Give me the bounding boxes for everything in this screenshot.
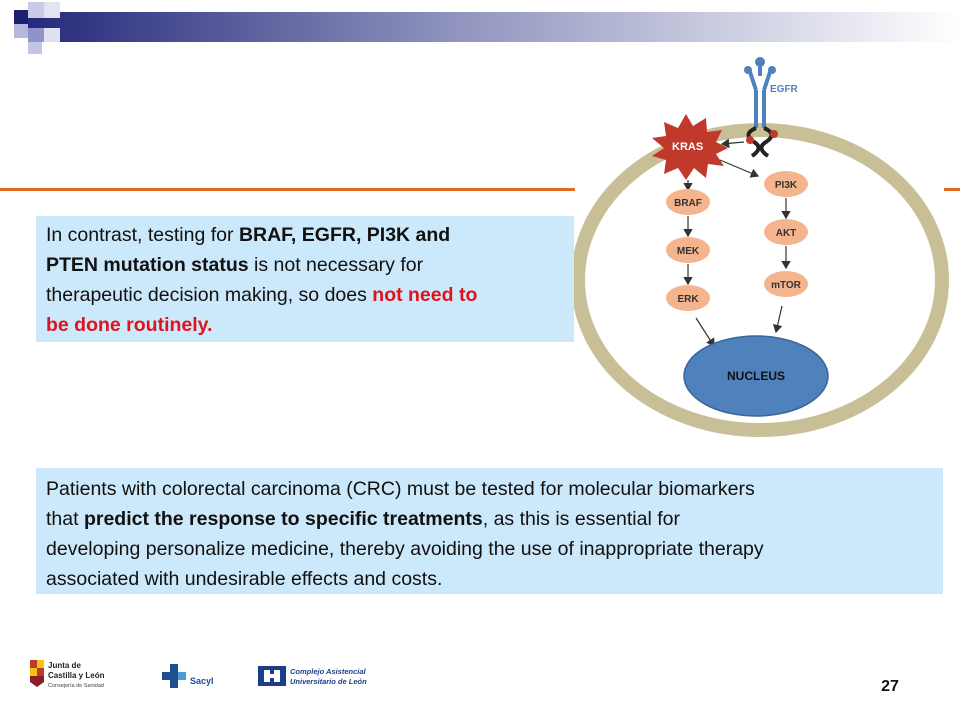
erk-node bbox=[666, 285, 710, 311]
junta-logo-text: Consejería de Sanidad bbox=[48, 683, 104, 689]
akt-label: AKT bbox=[776, 228, 797, 239]
mtor-node bbox=[764, 271, 808, 297]
box1-line-1: In contrast, testing for BRAF, EGFR, PI3… bbox=[46, 220, 574, 250]
header-bar bbox=[14, 2, 960, 54]
box2-line-3: developing personalize medicine, thereby… bbox=[46, 538, 764, 560]
box1-text: In contrast, testing for bbox=[46, 224, 239, 246]
footer-logos: Junta de Castilla y León Consejería de S… bbox=[30, 660, 367, 689]
box1-red-emphasis: be done routinely. bbox=[46, 314, 213, 336]
orange-rule-left bbox=[0, 188, 575, 191]
page-number: 27 bbox=[881, 678, 899, 695]
junta-logo: Junta de Castilla y León Consejería de S… bbox=[30, 660, 105, 689]
box1-line-3: therapeutic decision making, so does not… bbox=[46, 280, 574, 310]
sacyl-logo: Sacyl bbox=[162, 664, 214, 688]
egfr-pathway-diagram: EGFR KRAS BRAF MEK ERK PI3K AKT mTOR NUC… bbox=[571, 57, 949, 437]
egfr-receptor bbox=[744, 57, 778, 158]
erk-label: ERK bbox=[677, 294, 699, 305]
arrow-egfr-kras bbox=[720, 138, 745, 149]
junta-logo-text: Castilla y León bbox=[48, 671, 105, 680]
box1-line-4: be done routinely. bbox=[46, 310, 574, 340]
box1-red-emphasis: not need to bbox=[372, 284, 478, 306]
arrow-kras-pi3k bbox=[719, 159, 760, 178]
box1-text: is not necessary for bbox=[248, 254, 424, 276]
box2-line-1: Patients with colorectal carcinoma (CRC)… bbox=[46, 478, 755, 500]
junta-logo-text: Junta de bbox=[48, 661, 81, 670]
box2-bold-emphasis: predict the response to specific treatme… bbox=[83, 508, 483, 530]
mek-node bbox=[666, 237, 710, 263]
pi3k-label: PI3K bbox=[775, 180, 798, 191]
box1-bold-genes: BRAF, EGFR, PI3K and bbox=[238, 224, 451, 246]
kras-label: KRAS bbox=[672, 141, 703, 153]
nucleus-label: NUCLEUS bbox=[727, 369, 785, 383]
sacyl-logo-text: Sacyl bbox=[190, 676, 214, 686]
pi3k-node bbox=[764, 171, 808, 197]
box1-line-2: PTEN mutation status is not necessary fo… bbox=[46, 250, 574, 280]
akt-node bbox=[764, 219, 808, 245]
complejo-logo: Complejo Asistencial Universitario de Le… bbox=[258, 666, 367, 686]
box1-bold-status: PTEN mutation status bbox=[46, 254, 249, 276]
braf-label: BRAF bbox=[674, 198, 702, 209]
box2-text: , as this is essential for bbox=[482, 508, 680, 530]
box1-text: therapeutic decision making, so does bbox=[46, 284, 373, 306]
box2-line-2: that predict the response to specific tr… bbox=[46, 504, 943, 534]
statement-box-crc: Patients with colorectal carcinoma (CRC)… bbox=[36, 468, 943, 594]
mek-label: MEK bbox=[677, 246, 700, 257]
egfr-label: EGFR bbox=[770, 84, 799, 95]
nucleus bbox=[683, 335, 829, 417]
box2-text: that bbox=[46, 508, 84, 530]
mtor-label: mTOR bbox=[771, 280, 802, 291]
braf-node bbox=[666, 189, 710, 215]
box2-line-4: associated with undesirable effects and … bbox=[46, 568, 443, 590]
cell-membrane bbox=[571, 123, 949, 437]
complejo-logo-text: Universitario de León bbox=[290, 677, 367, 686]
statement-box-testing: In contrast, testing for BRAF, EGFR, PI3… bbox=[36, 216, 574, 342]
complejo-logo-text: Complejo Asistencial bbox=[290, 667, 366, 676]
orange-rule-right bbox=[944, 188, 960, 191]
kras-burst bbox=[652, 114, 728, 180]
